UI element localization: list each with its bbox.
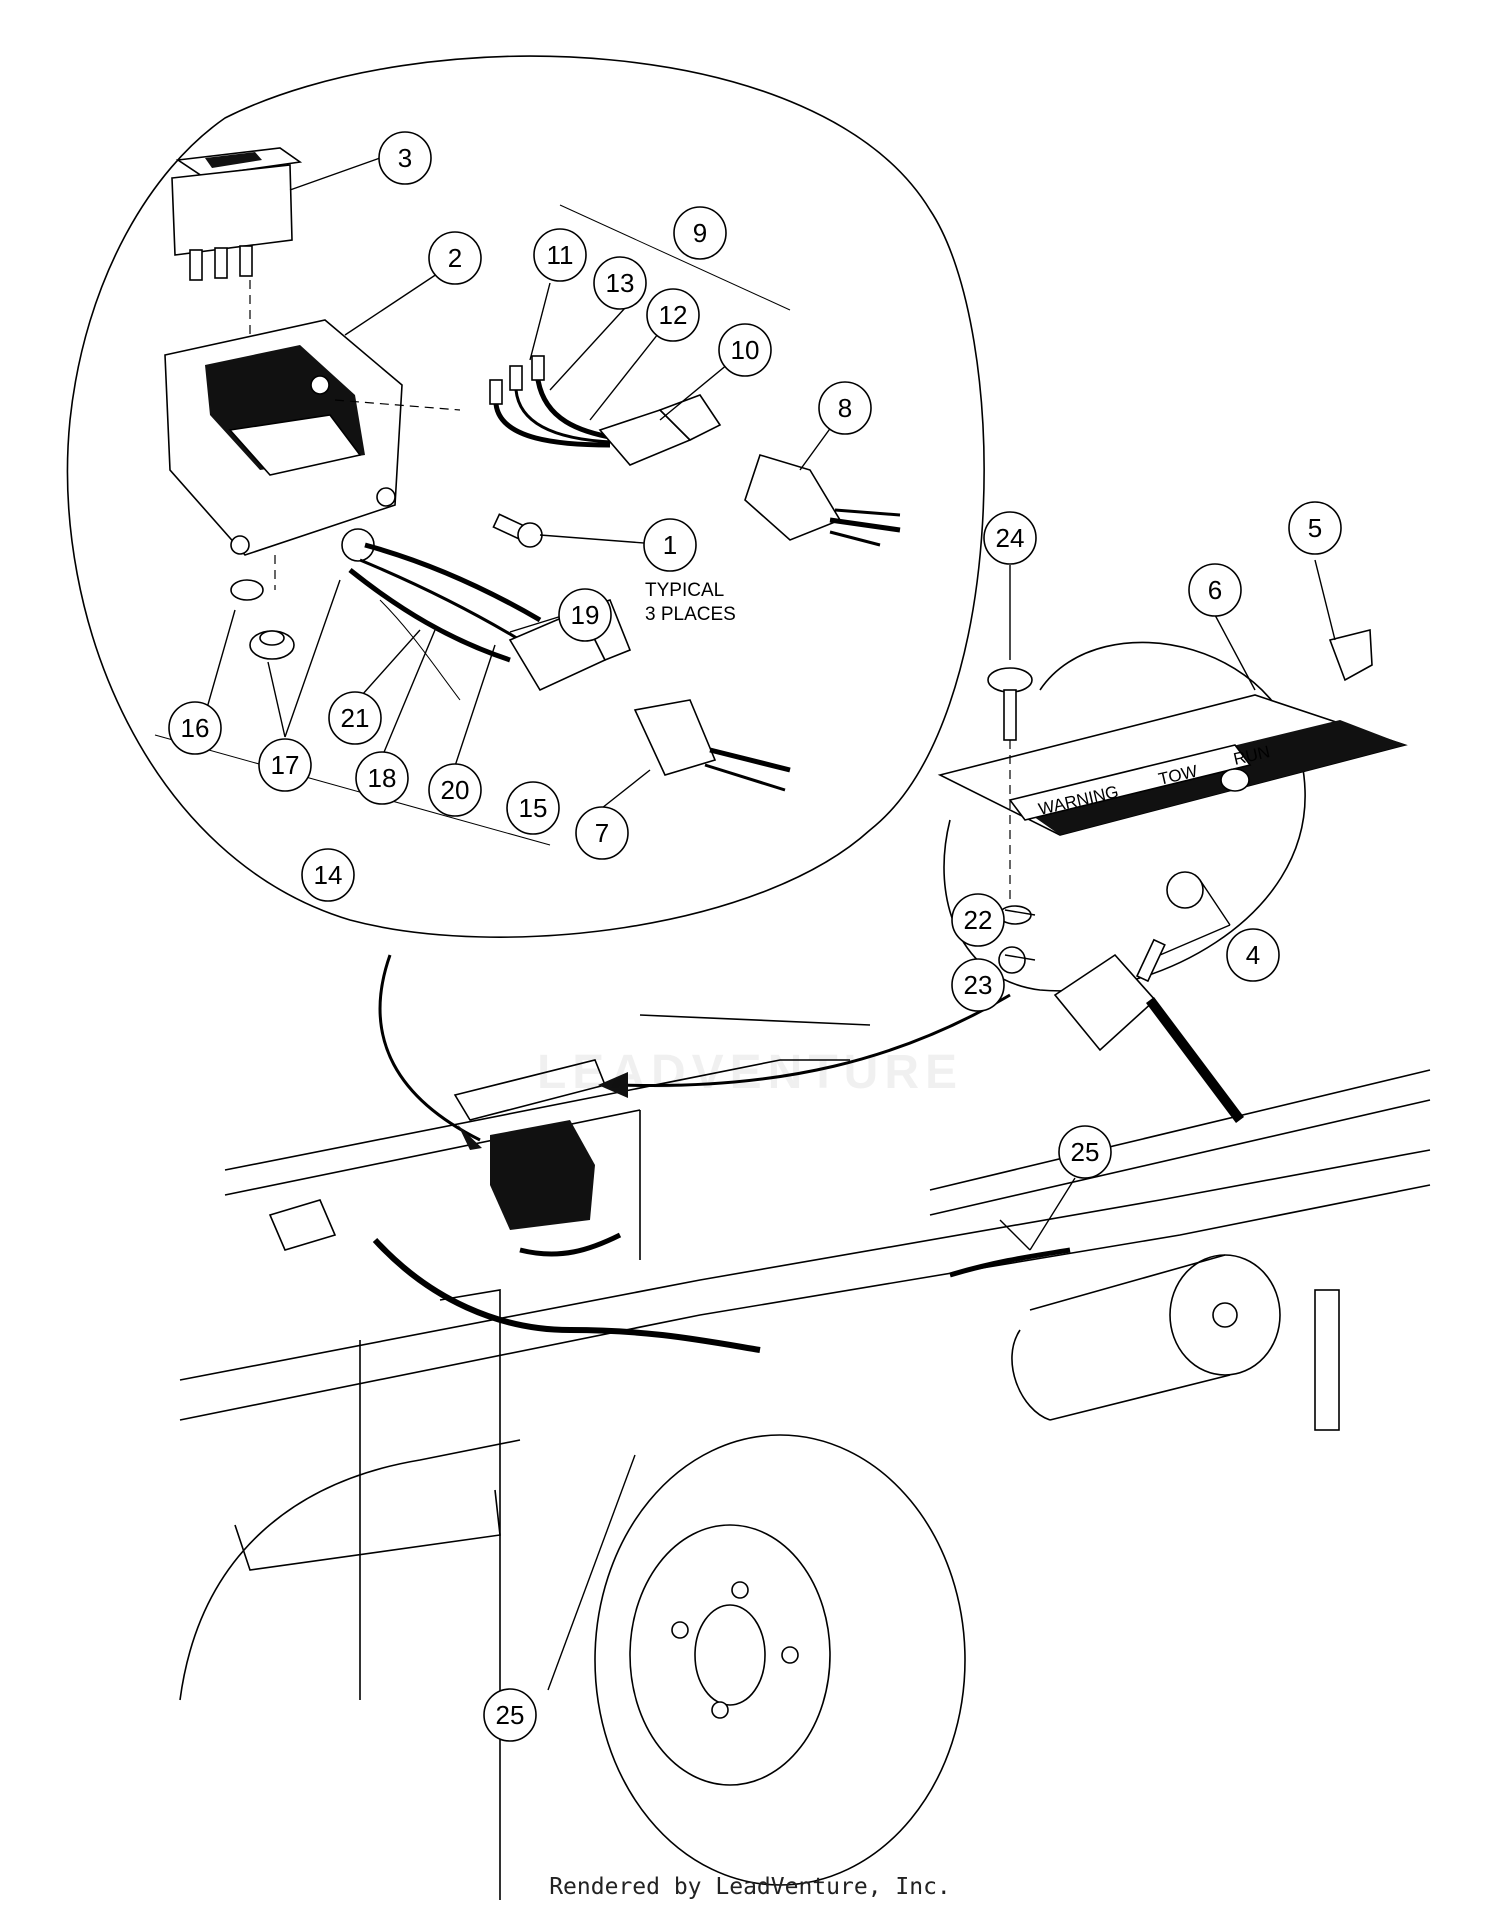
callout-16: 16: [168, 701, 222, 755]
svg-text:11: 11: [547, 240, 574, 270]
callout-10: 10: [718, 323, 772, 377]
bracket-9: [559, 204, 791, 311]
svg-text:4: 4: [1246, 940, 1260, 970]
svg-text:7: 7: [595, 818, 609, 848]
svg-text:25: 25: [1071, 1137, 1100, 1167]
callout-13: 13: [593, 256, 647, 310]
svg-text:25: 25: [496, 1700, 525, 1730]
callout-23: 23: [951, 958, 1005, 1012]
svg-text:14: 14: [314, 860, 343, 890]
callout-8: 8: [818, 381, 872, 435]
callout-7: 7: [575, 806, 629, 860]
svg-text:19: 19: [571, 600, 600, 630]
callout-17: 17: [258, 738, 312, 792]
callout-6: 6: [1188, 563, 1242, 617]
lower-harness: [341, 528, 791, 792]
callout-9: 9: [673, 206, 727, 260]
svg-text:15: 15: [519, 793, 548, 823]
svg-text:20: 20: [441, 775, 470, 805]
upper-harness: [489, 355, 901, 547]
svg-text:24: 24: [996, 523, 1025, 553]
footer-credit: Rendered by LeadVenture, Inc.: [549, 1874, 951, 1900]
rocker-switch: [171, 147, 303, 360]
svg-text:2: 2: [448, 243, 462, 273]
svg-text:16: 16: [181, 713, 210, 743]
callout-2: 2: [428, 231, 482, 285]
svg-text:1: 1: [663, 530, 677, 560]
tow-run-decal: WARNING TOW RUN: [937, 694, 1408, 836]
grommet-and-nut: [230, 579, 295, 660]
callout-25-lower: 25: [483, 1688, 537, 1742]
bracket-14: [154, 734, 551, 846]
callout-24: 24: [983, 511, 1037, 565]
svg-text:18: 18: [368, 763, 397, 793]
switch-box: [164, 319, 461, 590]
svg-text:10: 10: [731, 335, 760, 365]
callout-20: 20: [428, 763, 482, 817]
arrow-to-decal: [619, 993, 1011, 1087]
callout-22: 22: [951, 893, 1005, 947]
cart-chassis: [179, 1014, 1431, 1900]
callout-18: 18: [355, 751, 409, 805]
svg-text:6: 6: [1208, 575, 1222, 605]
callout-25-upper: 25: [1058, 1125, 1112, 1179]
svg-text:13: 13: [606, 268, 635, 298]
screw: [492, 513, 543, 548]
callout-5: 5: [1288, 501, 1342, 555]
callout-21: 21: [328, 691, 382, 745]
svg-text:12: 12: [659, 300, 688, 330]
screw-24: [987, 667, 1033, 900]
toggle-switch: [1053, 938, 1244, 1123]
svg-text:17: 17: [271, 750, 300, 780]
svg-text:8: 8: [838, 393, 852, 423]
callout-19: 19: [558, 588, 612, 642]
callout-3: 3: [378, 131, 432, 185]
svg-text:3: 3: [398, 143, 412, 173]
svg-text:23: 23: [964, 970, 993, 1000]
svg-text:5: 5: [1308, 513, 1322, 543]
arrow-to-switch-box: [378, 954, 481, 1142]
callout-12: 12: [646, 288, 700, 342]
callout-1: 1: [643, 518, 697, 572]
callout-4: 4: [1226, 928, 1280, 982]
detail-circle-tow-switch: [943, 641, 1306, 992]
svg-text:22: 22: [964, 905, 993, 935]
note-typical: TYPICAL: [645, 580, 724, 601]
detail-circle-switch-box: [66, 55, 985, 938]
callout-15: 15: [506, 781, 560, 835]
nut-washer: [998, 871, 1204, 974]
svg-text:21: 21: [341, 703, 370, 733]
callout-14: 14: [301, 848, 355, 902]
watermark: LEADVENTURE: [536, 1046, 964, 1099]
svg-text:9: 9: [693, 218, 707, 248]
knob: [1328, 628, 1373, 682]
note-3-places: 3 PLACES: [645, 604, 736, 625]
callout-11: 11: [533, 228, 587, 282]
